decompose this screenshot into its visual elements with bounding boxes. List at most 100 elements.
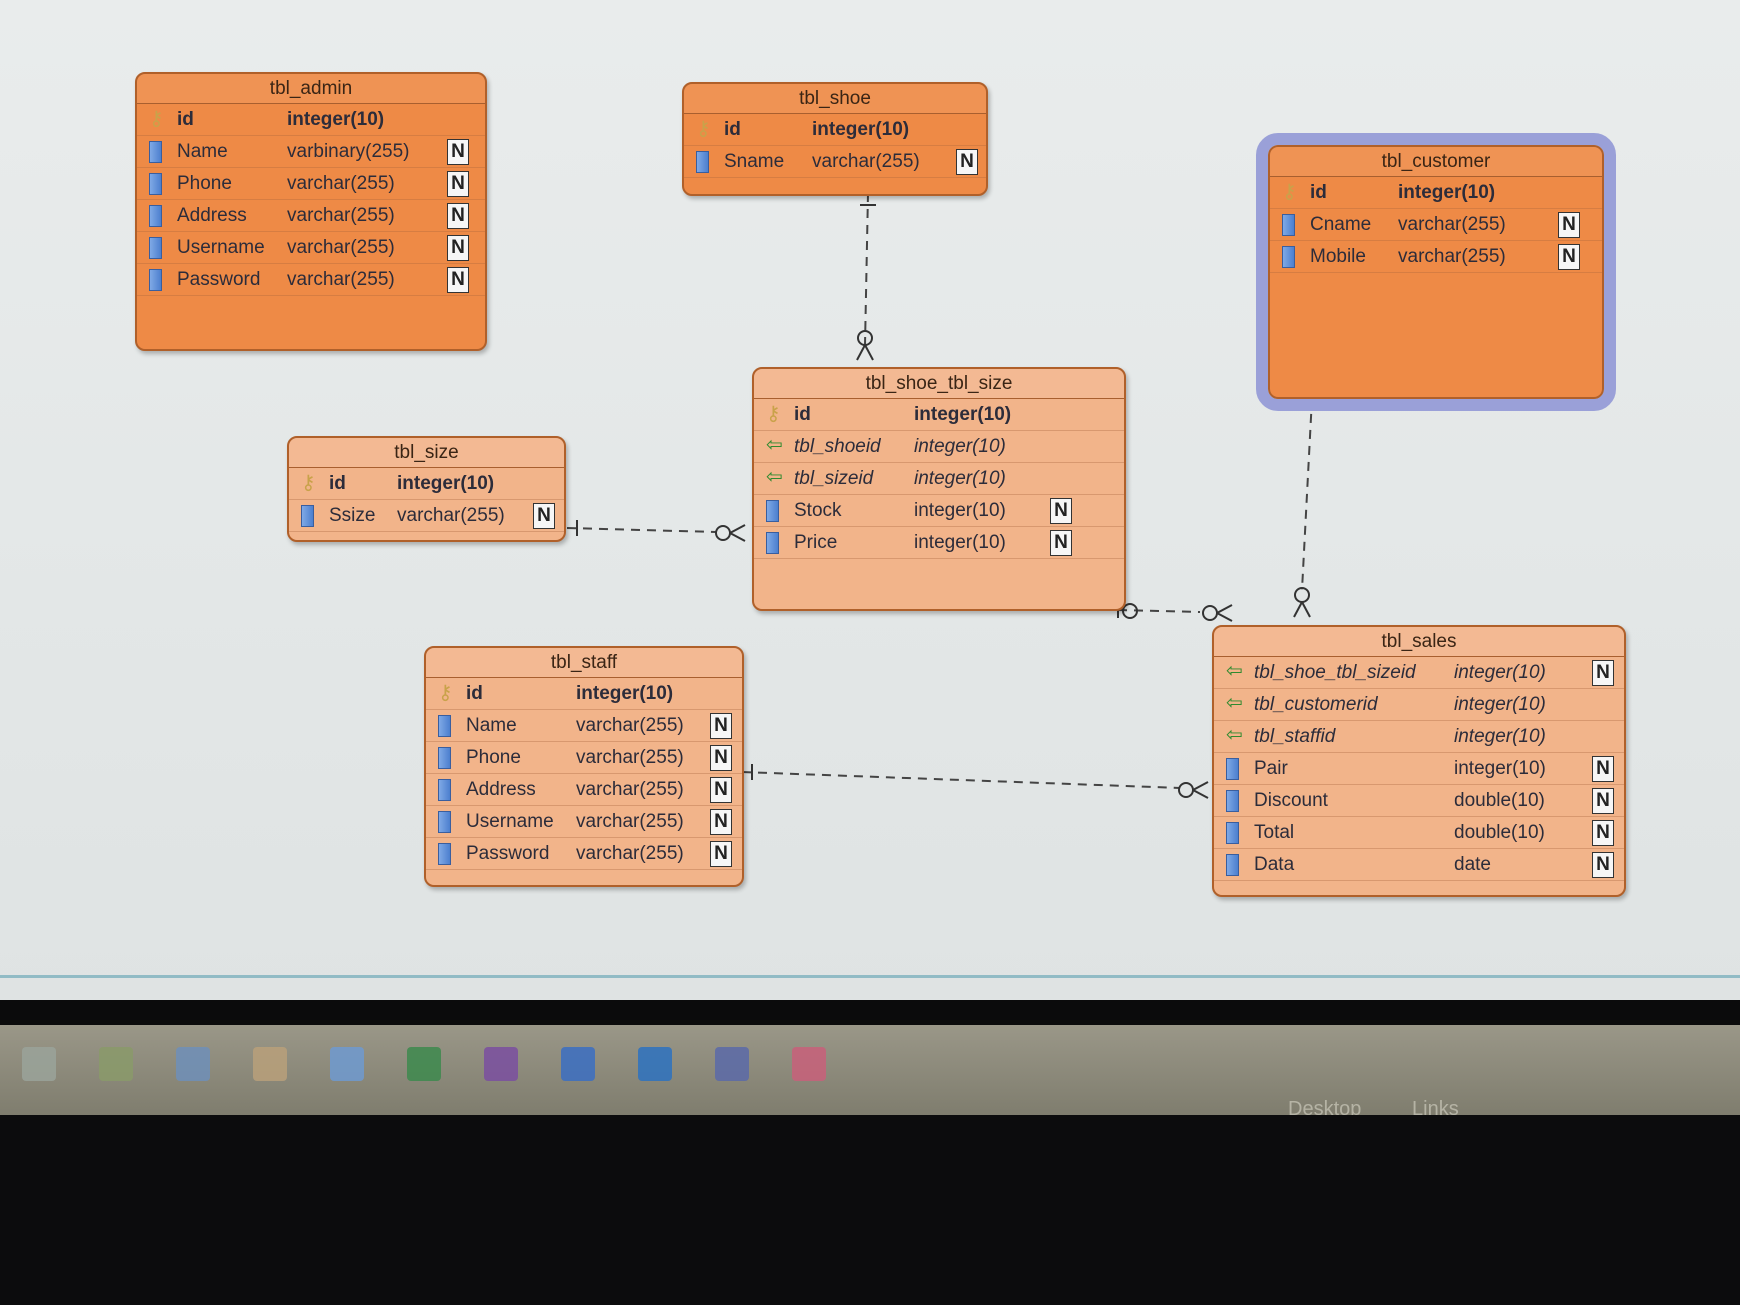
column-name: Address: [466, 779, 536, 800]
column-type: varchar(255): [287, 205, 395, 226]
entity-row[interactable]: Phone varchar(255) N: [426, 742, 742, 774]
nullable-badge: N: [447, 203, 469, 229]
entity-row[interactable]: Mobile varchar(255) N: [1270, 241, 1602, 273]
column-name: id: [177, 109, 194, 130]
column-type: varchar(255): [1398, 246, 1506, 267]
column-name: Total: [1254, 822, 1295, 843]
column-name: Pair: [1254, 758, 1288, 779]
column-name: id: [329, 473, 346, 494]
column-type: varchar(255): [576, 747, 684, 768]
nullable-badge: N: [710, 809, 732, 835]
column-type: varchar(255): [576, 715, 684, 736]
column-type: varchar(255): [287, 237, 395, 258]
onenote-icon[interactable]: [484, 1047, 518, 1081]
column-icon: [149, 205, 162, 227]
column-name: Phone: [177, 173, 232, 194]
nullable-badge: N: [1592, 788, 1614, 814]
column-name: Ssize: [329, 505, 376, 526]
column-icon: [149, 173, 162, 195]
column-type: varchar(255): [812, 151, 920, 172]
column-type: varchar(255): [287, 173, 395, 194]
column-icon: [438, 779, 451, 801]
links-toolbar-label[interactable]: Links: [1412, 1098, 1459, 1120]
home-icon[interactable]: [22, 1047, 56, 1081]
nullable-badge: N: [710, 745, 732, 771]
network-icon[interactable]: [330, 1047, 364, 1081]
column-name: Name: [177, 141, 228, 162]
column-icon: [438, 715, 451, 737]
column-name: id: [724, 119, 741, 140]
column-icon: [301, 505, 314, 527]
word-icon[interactable]: [561, 1047, 595, 1081]
column-name: Phone: [466, 747, 521, 768]
column-icon: [438, 747, 451, 769]
column-name: Price: [794, 532, 838, 553]
chrome-icon[interactable]: [176, 1047, 210, 1081]
entity-title: tbl_sales: [1214, 627, 1624, 657]
column-name: Mobile: [1310, 246, 1366, 267]
column-type: integer(10): [1454, 694, 1546, 715]
nullable-badge: N: [1592, 756, 1614, 782]
excel-icon[interactable]: [407, 1047, 441, 1081]
column-name: Cname: [1310, 214, 1372, 235]
column-name: Password: [177, 269, 261, 290]
foreign-key-icon: ⇦: [766, 466, 783, 488]
column-name: tbl_shoeid: [794, 436, 881, 457]
entity-title: tbl_admin: [137, 74, 485, 104]
media-icon[interactable]: [253, 1047, 287, 1081]
column-name: id: [794, 404, 811, 425]
column-icon: [149, 269, 162, 291]
app-icon[interactable]: [792, 1047, 826, 1081]
primary-key-icon: ⚷: [301, 472, 316, 494]
nullable-badge: N: [1558, 244, 1580, 270]
desktop-toolbar-label[interactable]: Desktop: [1288, 1098, 1362, 1120]
rel-customer-sales: [1301, 397, 1313, 591]
column-name: tbl_sizeid: [794, 468, 874, 489]
folder-icon[interactable]: [99, 1047, 133, 1081]
column-type: integer(10): [576, 683, 674, 704]
column-icon: [149, 141, 162, 163]
outlook-icon[interactable]: [638, 1047, 672, 1081]
nullable-badge: N: [1592, 660, 1614, 686]
globe-icon[interactable]: [715, 1047, 749, 1081]
column-type: varchar(255): [576, 843, 684, 864]
foreign-key-icon: ⇦: [1226, 692, 1243, 714]
column-icon: [1282, 246, 1295, 268]
